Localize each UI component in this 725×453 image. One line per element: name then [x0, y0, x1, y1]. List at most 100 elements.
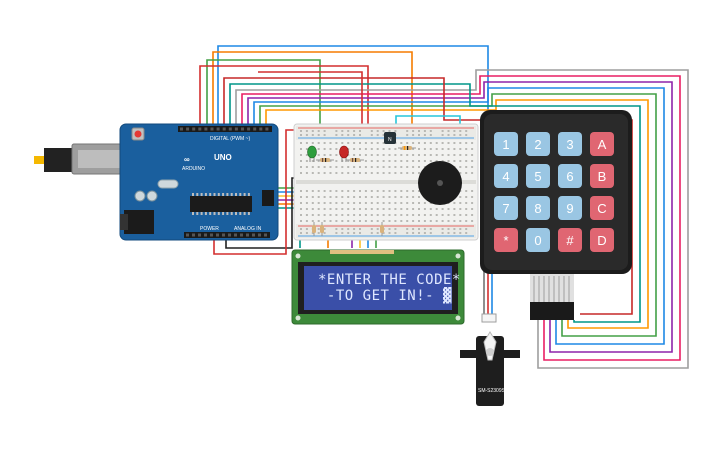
- rail-hole: [305, 228, 308, 230]
- breadboard-hole: [459, 202, 462, 204]
- keypad-key-star[interactable]: *: [494, 228, 518, 252]
- breadboard-hole: [335, 154, 338, 156]
- keypad-key-7[interactable]: 7: [494, 196, 518, 220]
- breadboard-hole: [305, 148, 308, 150]
- breadboard-hole: [429, 208, 432, 210]
- rail-hole: [341, 130, 344, 132]
- breadboard-hole: [364, 148, 367, 150]
- breadboard-hole: [429, 142, 432, 144]
- breadboard-hole: [406, 142, 409, 144]
- keypad-key-c[interactable]: C: [590, 196, 614, 220]
- breadboard-hole: [329, 148, 332, 150]
- rail-hole: [353, 134, 356, 136]
- breadboard-hole: [359, 202, 361, 204]
- rail-hole: [347, 232, 350, 234]
- keypad-key-label: B: [598, 169, 607, 184]
- breadboard-hole: [406, 154, 409, 156]
- breadboard-hole: [335, 202, 338, 204]
- breadboard-hole: [329, 166, 332, 168]
- rail-hole: [465, 232, 468, 234]
- keypad-key-2[interactable]: 2: [526, 132, 550, 156]
- header-pin: [258, 233, 261, 237]
- resistor-3: [398, 146, 416, 150]
- rail-hole: [300, 130, 302, 132]
- breadboard-hole: [329, 142, 332, 144]
- breadboard-hole: [323, 214, 326, 216]
- breadboard-hole: [459, 154, 462, 156]
- keypad-key-b[interactable]: B: [590, 164, 614, 188]
- rail-hole: [441, 130, 444, 132]
- breadboard-hole: [471, 166, 474, 168]
- breadboard-hole: [300, 202, 302, 204]
- header-pin: [204, 127, 208, 131]
- breadboard-hole: [406, 172, 409, 174]
- rail-hole: [323, 130, 326, 132]
- keypad-key-6[interactable]: 6: [558, 164, 582, 188]
- header-pin: [240, 233, 243, 237]
- chip-pin: [239, 212, 242, 215]
- icsp-header: [262, 190, 274, 206]
- breadboard-hole: [364, 172, 367, 174]
- rail-hole: [465, 130, 468, 132]
- keypad-key-a[interactable]: A: [590, 132, 614, 156]
- resistors: [312, 146, 416, 236]
- keypad-key-label: 8: [534, 201, 541, 216]
- chip-pins: [192, 193, 250, 215]
- breadboard-hole: [341, 208, 344, 210]
- rail-hole: [382, 134, 385, 136]
- keypad-key-4[interactable]: 4: [494, 164, 518, 188]
- breadboard-hole: [418, 190, 420, 192]
- breadboard-hole: [364, 166, 367, 168]
- keypad-key-1[interactable]: 1: [494, 132, 518, 156]
- breadboard-hole: [394, 154, 397, 156]
- rail-hole: [353, 130, 356, 132]
- keypad-key-0[interactable]: 0: [526, 228, 550, 252]
- keypad-key-8[interactable]: 8: [526, 196, 550, 220]
- breadboard-hole: [423, 208, 426, 210]
- rail-hole: [406, 228, 409, 230]
- header-pin: [264, 233, 267, 237]
- rail-hole: [447, 228, 450, 230]
- wire-teal-keypad7: [229, 83, 641, 323]
- keypad-key-9[interactable]: 9: [558, 196, 582, 220]
- breadboard-hole: [465, 202, 468, 204]
- breadboard-hole: [400, 190, 403, 192]
- breadboard-hole: [359, 214, 361, 216]
- chip-pin: [217, 193, 220, 196]
- chip-pin: [213, 212, 216, 215]
- breadboard-hole: [305, 202, 308, 204]
- breadboard-hole: [335, 196, 338, 198]
- lcd-screen: [304, 266, 452, 310]
- rail-hole: [465, 134, 468, 136]
- breadboard-hole: [459, 166, 462, 168]
- breadboard-hole: [453, 202, 456, 204]
- breadboard-hole: [311, 190, 314, 192]
- breadboard-hole: [471, 160, 474, 162]
- keypad-key-5[interactable]: 5: [526, 164, 550, 188]
- led-red: [339, 145, 349, 162]
- capacitor: [134, 190, 146, 202]
- breadboard-hole: [388, 154, 391, 156]
- chip-pin: [235, 193, 237, 196]
- breadboard-hole: [347, 160, 350, 162]
- breadboard-hole: [382, 142, 385, 144]
- breadboard-hole: [323, 190, 326, 192]
- breadboard-hole: [471, 148, 474, 150]
- chip-pin: [217, 212, 220, 215]
- keypad-key-label: 2: [534, 137, 541, 152]
- breadboard-hole: [423, 220, 426, 222]
- keypad-key-d[interactable]: D: [590, 228, 614, 252]
- keypad-key-hash[interactable]: #: [558, 228, 582, 252]
- breadboard-hole: [376, 160, 379, 162]
- breadboard-hole: [435, 154, 438, 156]
- breadboard-hole: [300, 220, 302, 222]
- breadboard-hole: [412, 202, 415, 204]
- breadboard-hole: [382, 202, 385, 204]
- keypad-key-3[interactable]: 3: [558, 132, 582, 156]
- breadboard-hole: [418, 166, 420, 168]
- rail-hole: [347, 228, 350, 230]
- breadboard-hole: [364, 196, 367, 198]
- breadboard-hole: [317, 202, 320, 204]
- chip-pin: [243, 193, 246, 196]
- breadboard-hole: [382, 148, 385, 150]
